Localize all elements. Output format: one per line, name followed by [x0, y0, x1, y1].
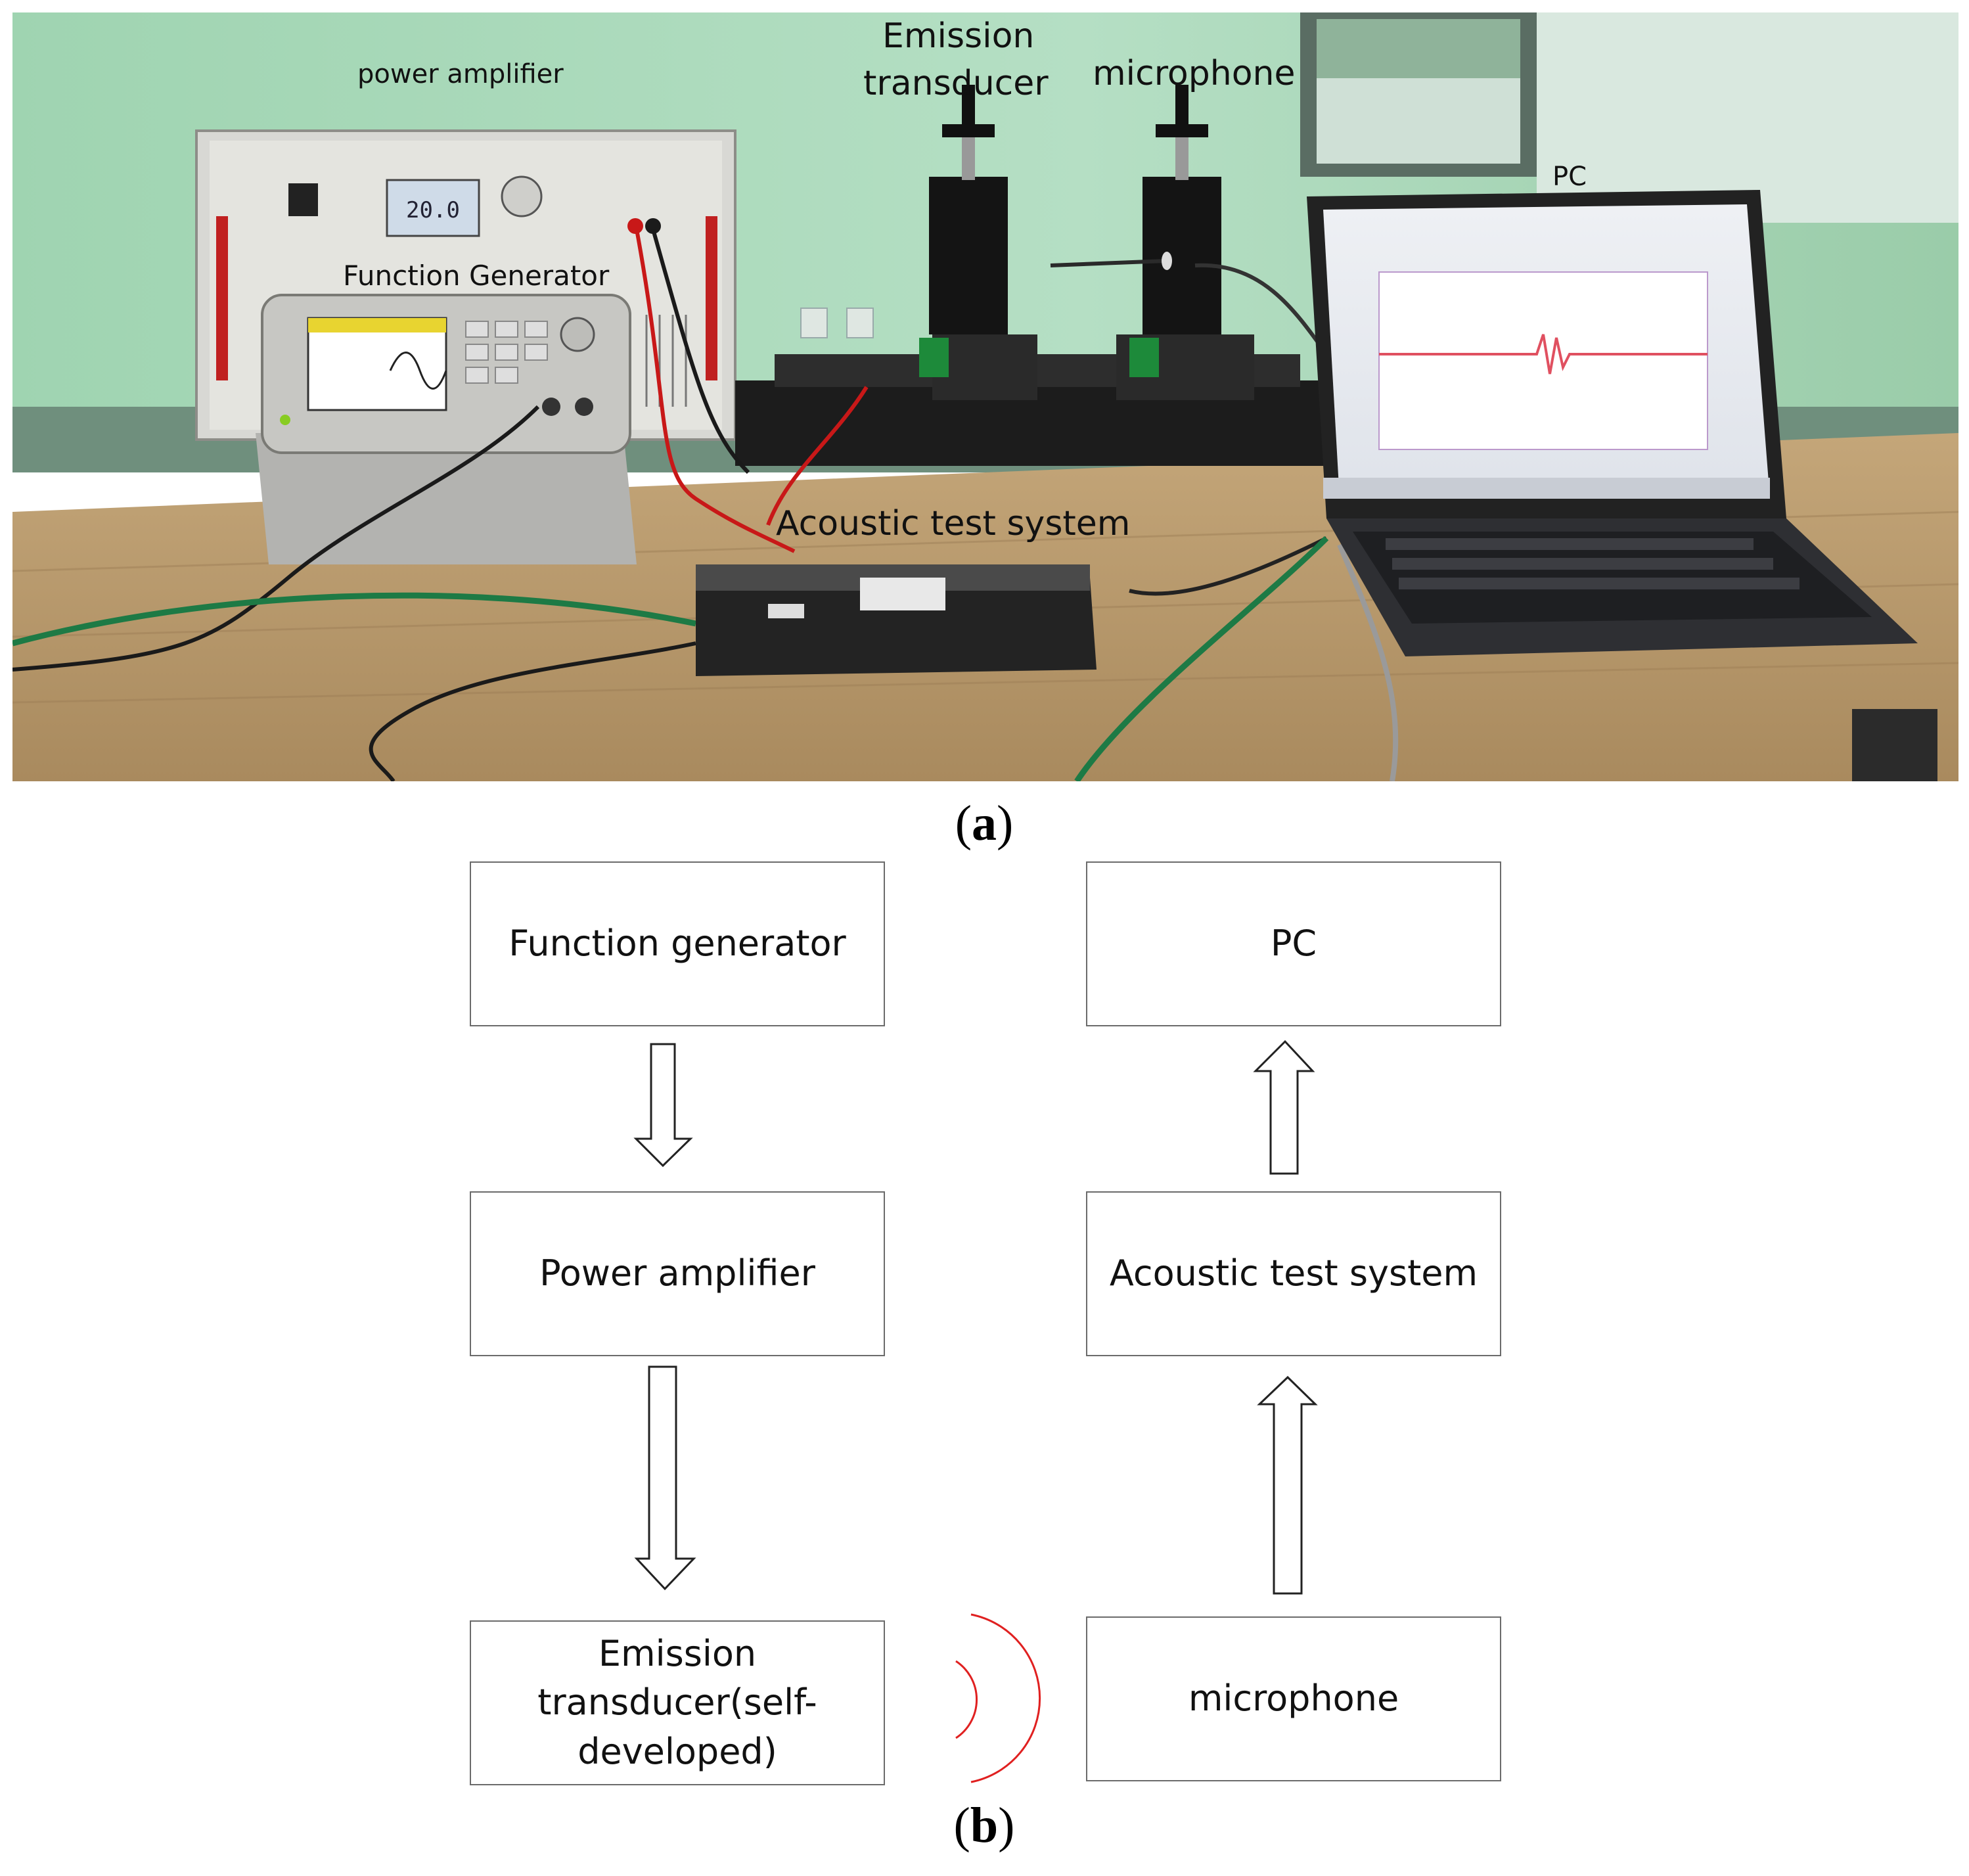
sound-wave-small	[955, 1660, 978, 1739]
emission-line-3: developed)	[577, 1730, 777, 1772]
box-pc-label: PC	[1270, 923, 1317, 965]
wall-outlet	[800, 308, 828, 338]
box-function-generator: Function generator	[470, 861, 885, 1026]
setup-photo-scene: 20.0	[12, 12, 1958, 781]
emission-line-2: transducer(self-	[537, 1682, 817, 1724]
box-microphone: microphone	[1086, 1616, 1501, 1781]
box-power-amplifier-label: Power amplifier	[539, 1252, 815, 1294]
panel-b-caption: (b)	[953, 1798, 1015, 1853]
label-pc: PC	[1552, 162, 1587, 192]
window	[1300, 12, 1958, 223]
box-emission-transducer-label: Emission transducer(self- developed)	[537, 1630, 817, 1777]
arrow-down-2	[634, 1365, 696, 1591]
sound-wave-large	[970, 1613, 1041, 1783]
box-microphone-label: microphone	[1188, 1678, 1399, 1720]
amplifier-display-value: 20.0	[406, 197, 460, 223]
microphone-stand	[1050, 85, 1254, 400]
panel-a-letter: a	[972, 796, 997, 851]
laptop-pc	[1307, 190, 1918, 656]
label-function-generator: Function Generator	[343, 260, 610, 292]
label-emission-transducer-line1: Emission	[882, 16, 1035, 56]
label-microphone: microphone	[1093, 54, 1296, 93]
label-acoustic-test-system: Acoustic test system	[776, 504, 1131, 543]
emission-transducer-stand	[919, 85, 1037, 400]
box-emission-transducer: Emission transducer(self- developed)	[470, 1620, 885, 1785]
panel-a-caption: (a)	[955, 796, 1014, 851]
box-acoustic-test-system: Acoustic test system	[1086, 1191, 1501, 1356]
box-power-amplifier: Power amplifier	[470, 1191, 885, 1356]
cable-green	[12, 592, 696, 647]
panel-b-letter: b	[970, 1798, 999, 1853]
box-acoustic-test-system-label: Acoustic test system	[1109, 1252, 1478, 1294]
box-pc: PC	[1086, 861, 1501, 1026]
arrow-down-1	[633, 1043, 693, 1168]
function-generator-device	[256, 294, 637, 564]
label-emission-transducer-line2: transducer	[863, 64, 1049, 103]
arrow-up-2	[1257, 1375, 1318, 1595]
label-power-amplifier: power amplifier	[357, 59, 564, 89]
arrow-up-1	[1253, 1040, 1315, 1175]
emission-line-1: Emission	[598, 1632, 757, 1674]
setup-photo: 20.0	[12, 12, 1958, 781]
acoustic-test-system-device	[696, 564, 1097, 676]
desk-leg	[1852, 709, 1937, 781]
box-function-generator-label: Function generator	[509, 923, 846, 965]
cable-red	[635, 229, 796, 553]
